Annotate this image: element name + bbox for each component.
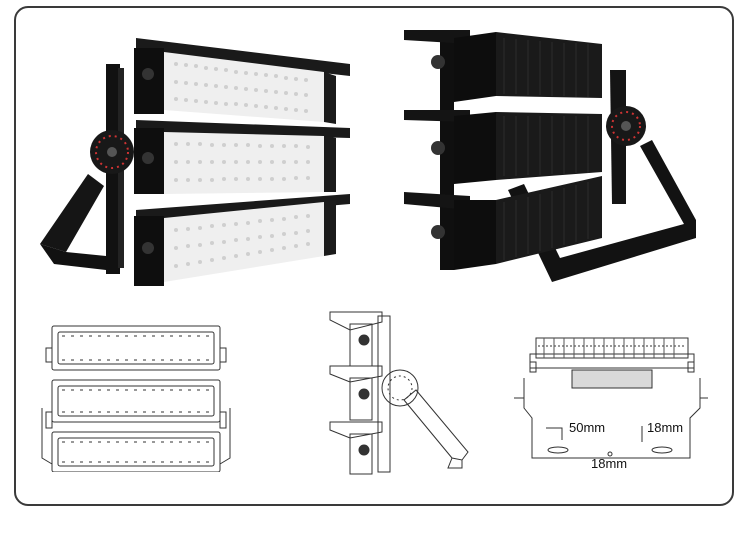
led-module-top — [134, 38, 350, 124]
floodlight-front-photo — [40, 38, 350, 286]
side-view-drawing — [329, 311, 469, 475]
floodlight-back-photo — [404, 30, 696, 282]
front-view-drawing — [41, 325, 231, 472]
dimension-label-18mm-bottom: 18mm — [591, 456, 628, 471]
dimension-label-18mm-right: 18mm — [647, 420, 684, 435]
heatsink-module-middle — [404, 110, 602, 184]
led-module-middle — [134, 120, 350, 194]
heatsink-module-bottom — [404, 176, 602, 270]
top-view-drawing — [514, 337, 708, 459]
dimension-label-50mm: 50mm — [569, 420, 606, 435]
led-module-bottom — [134, 194, 350, 286]
heatsink-module-top — [431, 32, 602, 102]
